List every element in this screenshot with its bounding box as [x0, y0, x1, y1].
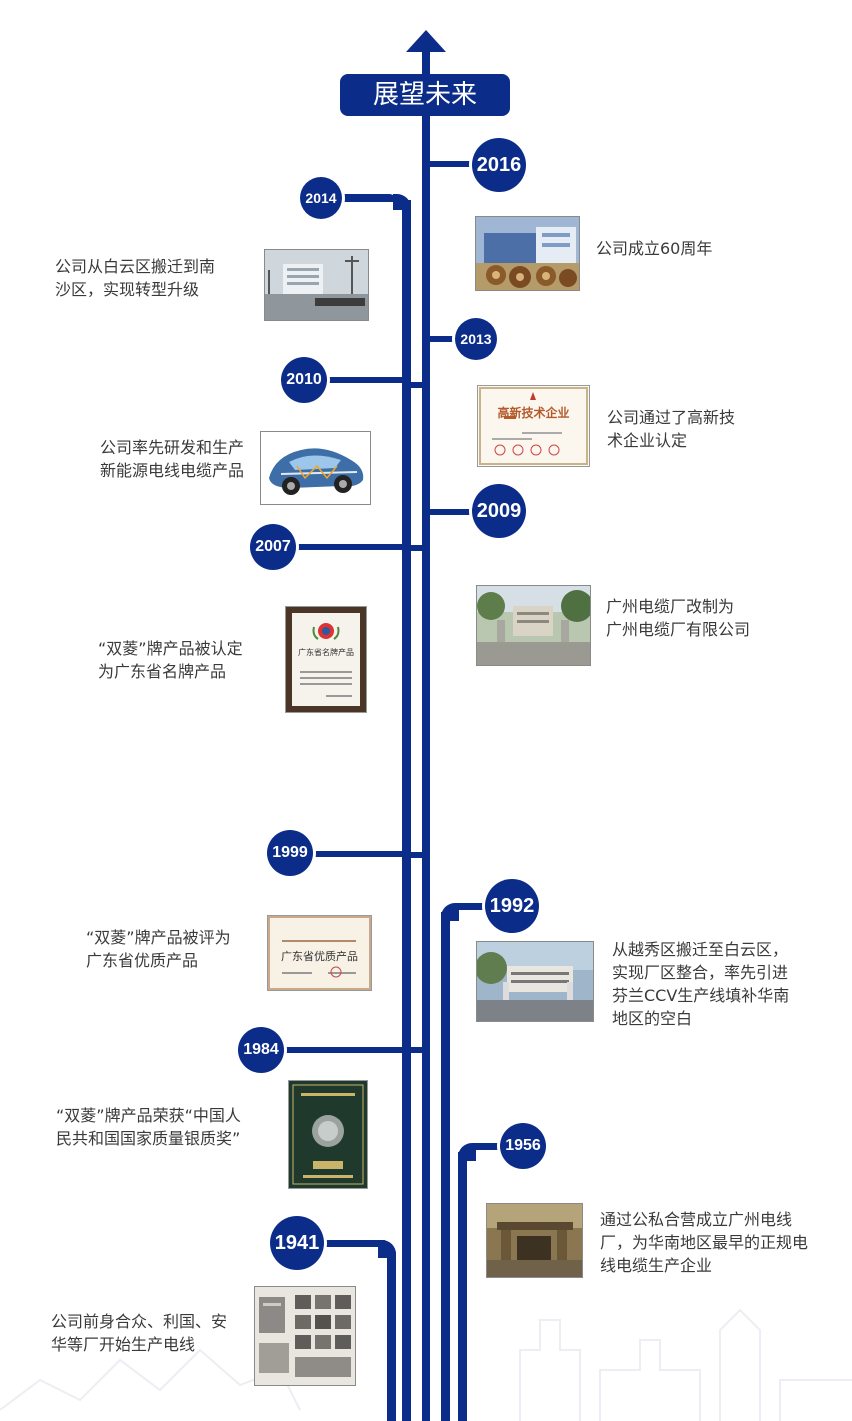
connector-1999: [411, 852, 422, 858]
branch-2007: [294, 544, 402, 550]
branch-1956: [472, 1143, 504, 1150]
branch-1992: [455, 903, 490, 910]
branch-2010: [325, 377, 402, 383]
year-badge-1984: 1984: [238, 1027, 284, 1073]
year-badge-2013: 2013: [455, 318, 497, 360]
main-trunk-line: [422, 50, 430, 1421]
branch-2013: [430, 336, 455, 342]
branch-2016: [430, 161, 475, 167]
year-badge-1999: 1999: [267, 830, 313, 876]
arrow-up-icon: [406, 30, 446, 52]
historic-photos-1941: [254, 1286, 356, 1386]
certificate-image-2007: 广东省名牌产品: [285, 606, 367, 713]
connector-1984: [411, 1047, 422, 1053]
year-badge-1941: 1941: [270, 1216, 324, 1270]
branch-1999: [308, 851, 402, 857]
year-badge-2014: 2014: [300, 177, 342, 219]
year-badge-2016: 2016: [472, 138, 526, 192]
quality-cert-title: 广东省优质产品: [281, 950, 358, 963]
milestone-text-2014: 公司从白云区搬迁到南 沙区，实现转型升级: [55, 257, 216, 299]
line-1992-vertical: [441, 912, 450, 1421]
left-line-2014-corner: [393, 194, 411, 210]
line-1956-corner: [458, 1143, 476, 1161]
milestone-text-1992: 从越秀区搬迁至白云区， 实现厂区整合，率先引进 芬兰CCV生产线填补华南 地区的…: [612, 940, 790, 1028]
certificate-image-1999: 广东省优质产品: [267, 915, 372, 991]
branch-2009: [430, 509, 475, 515]
building-photo-1956: [486, 1203, 583, 1278]
medal-image-1984: [288, 1080, 368, 1189]
line-1992-corner: [441, 903, 459, 921]
brand-cert-title: 广东省名牌产品: [298, 648, 354, 657]
milestone-text-1999: “双菱”牌产品被评为 广东省优质产品: [86, 928, 231, 970]
line-1941-vertical: [387, 1252, 396, 1421]
year-badge-2010: 2010: [281, 357, 327, 403]
milestone-text-1956: 通过公私合营成立广州电线 厂，为华南地区最早的正规电 线电缆生产企业: [600, 1210, 809, 1275]
milestone-text-2013: 公司通过了高新技 术企业认定: [607, 408, 736, 450]
line-1956-vertical: [458, 1152, 467, 1421]
building-photo-1992: [476, 941, 594, 1022]
left-line-2014: [337, 194, 397, 202]
car-photo-2010: [260, 431, 371, 505]
left-line-2014-vertical: [402, 200, 411, 1421]
year-badge-2007: 2007: [250, 524, 296, 570]
branch-1984: [280, 1047, 402, 1053]
year-badge-1956: 1956: [500, 1123, 546, 1169]
milestone-text-2007: “双菱”牌产品被认定 为广东省名牌产品: [98, 639, 243, 681]
connector-2014: [411, 382, 422, 388]
milestone-text-1984: “双菱”牌产品荣获“中国人 民共和国国家质量银质奖”: [56, 1106, 241, 1148]
branch-1941: [325, 1240, 385, 1247]
hightech-cert-title: 高新技术企业: [497, 406, 570, 420]
building-photo-2014: [264, 249, 369, 321]
building-photo-2009: [476, 585, 591, 666]
milestone-text-2009: 广州电缆厂改制为 广州电缆厂有限公司: [606, 597, 751, 639]
building-photo-2016: [475, 216, 580, 291]
page-title: 展望未来: [340, 74, 510, 116]
year-badge-1992: 1992: [485, 879, 539, 933]
connector-2007: [411, 545, 422, 551]
milestone-text-1941: 公司前身合众、利国、安 华等厂开始生产电线: [51, 1312, 228, 1354]
milestone-text-2010: 公司率先研发和生产 新能源电线电缆产品: [99, 438, 244, 480]
milestone-text-2016: 公司成立60周年: [596, 239, 713, 258]
certificate-image-2013: 高新技术企业: [477, 385, 590, 467]
year-badge-2009: 2009: [472, 484, 526, 538]
